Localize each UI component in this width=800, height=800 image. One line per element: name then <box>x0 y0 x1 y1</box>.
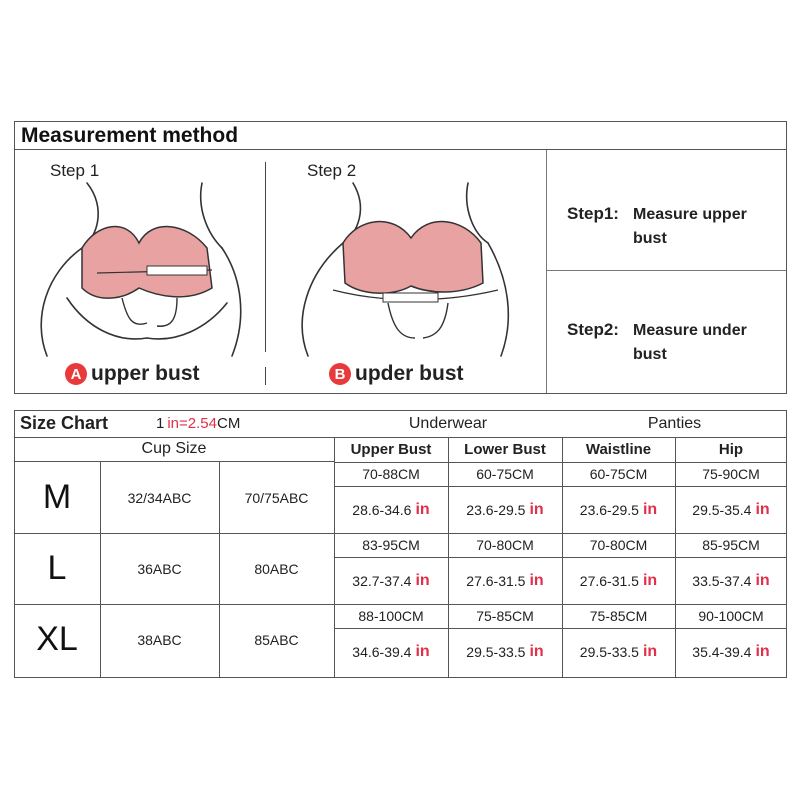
column-header-waistline: Waistline <box>585 441 652 458</box>
badge-b-icon: B <box>329 363 351 385</box>
size-chart-title: Size Chart <box>20 413 109 433</box>
unit-conversion-in: in <box>167 415 180 432</box>
unit-conversion-equals: =2.54 <box>179 415 217 432</box>
underwear-header: Underwear <box>408 414 488 432</box>
caption-upper-bust-text: upper bust <box>91 362 200 385</box>
instruction-step-1-line1: Measure upper <box>633 206 747 223</box>
size-label: XL <box>36 620 78 658</box>
cup-size-value: 36ABC <box>137 560 182 577</box>
instruction-step-2-line1: Measure under <box>633 322 747 339</box>
caption-divider <box>265 367 266 385</box>
inch-number: 27.6-31.5 <box>579 572 639 589</box>
inch-number: 27.6-31.5 <box>466 572 526 589</box>
cm-value: 70-88CM <box>362 466 420 482</box>
inch-unit: in <box>755 642 770 660</box>
inch-unit: in <box>415 571 430 589</box>
cm-value: 88-100CM <box>358 608 424 624</box>
inch-unit: in <box>642 642 658 660</box>
instruction-step-2-line2: bust <box>633 346 667 363</box>
unit-conversion-suffix: CM <box>217 415 241 432</box>
cm-value: 85-95CM <box>702 537 760 553</box>
inch-number: 28.6-34.6 <box>352 501 412 518</box>
cup-size-value: 32/34ABC <box>127 489 192 506</box>
column-header-upper-bust: Upper Bust <box>350 441 432 458</box>
caption-upper-bust: A upper bust <box>65 362 200 386</box>
instruction-step-1-key: Step1: <box>567 204 619 223</box>
unit-conversion-prefix: 1 <box>156 415 165 432</box>
cm-value: 75-90CM <box>702 466 760 482</box>
inch-unit: in <box>415 642 430 660</box>
caption-under-bust: B upder bust <box>329 362 464 386</box>
inch-number: 33.5-37.4 <box>692 572 752 589</box>
cup-size-value: 38ABC <box>137 631 182 648</box>
illustration-divider <box>265 162 266 352</box>
inch-number: 32.7-37.4 <box>352 572 412 589</box>
inch-unit: in <box>642 571 658 589</box>
inch-unit: in <box>415 500 430 518</box>
measurement-method-panel: Measurement method Step 1 Step 2 <box>14 121 787 394</box>
inch-number: 29.5-33.5 <box>579 643 639 660</box>
upper-bust-illustration <box>40 182 242 357</box>
cm-value: 75-85CM <box>476 608 534 624</box>
cm-value: 70-80CM <box>476 537 534 553</box>
step-2-label: Step 2 <box>307 161 357 180</box>
under-bust-illustration <box>301 182 510 357</box>
panties-header: Panties <box>647 414 702 432</box>
inch-unit: in <box>529 642 544 660</box>
caption-under-bust-text: upder bust <box>355 362 464 385</box>
inch-number: 35.4-39.4 <box>692 643 752 660</box>
cm-value: 70-80CM <box>589 537 648 553</box>
inch-number: 29.5-33.5 <box>466 643 526 660</box>
instructions-panel: Step1: Measure upper bust Step2: Measure u… <box>546 150 786 393</box>
column-header-hip: Hip <box>718 441 744 458</box>
instruction-step-2: Step2: Measure under bust <box>567 320 747 363</box>
inch-unit: in <box>529 571 544 589</box>
column-header-lower-bust: Lower Bust <box>464 441 546 458</box>
inch-unit: in <box>529 500 544 518</box>
size-label: M <box>42 478 72 516</box>
cup-size-header: Cup Size <box>141 440 207 457</box>
badge-a-icon: A <box>65 363 87 385</box>
inch-number: 23.6-29.5 <box>466 501 526 518</box>
instruction-step-2-key: Step2: <box>567 320 619 339</box>
inch-number: 34.6-39.4 <box>352 643 412 660</box>
cm-value: 60-75CM <box>589 466 648 482</box>
cm-value: 75-85CM <box>589 608 648 624</box>
step-1-label: Step 1 <box>50 161 100 180</box>
instructions-divider <box>547 270 786 271</box>
instruction-step-1-line2: bust <box>633 230 667 247</box>
inch-unit: in <box>755 571 770 589</box>
measurement-method-title: Measurement method <box>15 122 786 150</box>
band-size-value: 85ABC <box>254 631 299 648</box>
band-size-value: 80ABC <box>254 560 299 577</box>
inch-unit: in <box>755 500 770 518</box>
instruction-step-1: Step1: Measure upper bust <box>567 204 747 247</box>
size-label: L <box>47 549 67 587</box>
cm-value: 83-95CM <box>362 537 420 553</box>
size-chart-grid <box>14 410 787 678</box>
cm-value: 90-100CM <box>698 608 764 624</box>
inch-number: 23.6-29.5 <box>579 501 639 518</box>
inch-number: 29.5-35.4 <box>692 501 752 518</box>
band-size-value: 70/75ABC <box>244 489 309 506</box>
inch-unit: in <box>642 500 658 518</box>
cm-value: 60-75CM <box>476 466 534 482</box>
